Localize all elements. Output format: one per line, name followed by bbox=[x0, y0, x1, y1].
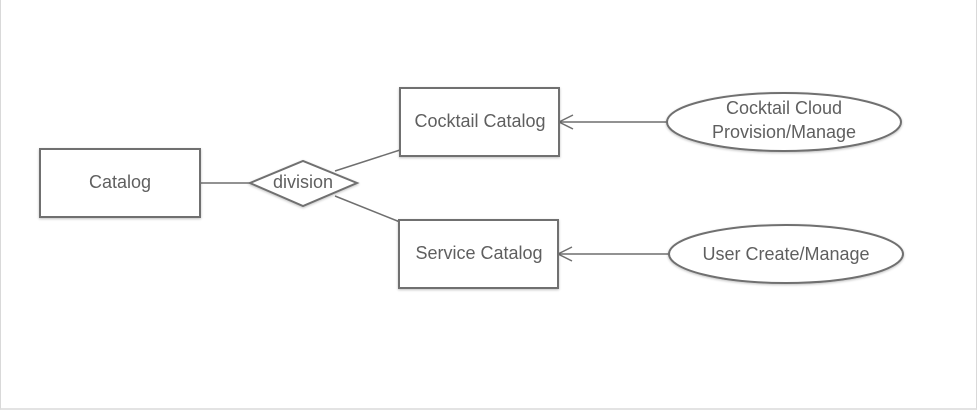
entity-box bbox=[39, 148, 201, 218]
entity-cocktail-catalog[interactable]: Cocktail Catalog bbox=[399, 87, 560, 157]
entity-label: Catalog bbox=[89, 172, 151, 192]
entity-label: Service Catalog bbox=[415, 243, 542, 263]
entity-catalog[interactable]: Catalog bbox=[39, 148, 201, 218]
relationship-diamond bbox=[247, 159, 360, 208]
attribute-label: User Create/Manage bbox=[702, 244, 869, 264]
attribute-cocktail-cloud[interactable]: Cocktail Cloud Provision/Manage bbox=[666, 92, 902, 152]
attribute-label-line1: Cocktail Cloud bbox=[726, 98, 842, 118]
relationship-division[interactable]: division bbox=[247, 159, 360, 208]
edge-division-service-catalog bbox=[334, 195, 401, 223]
attribute-label-line2: Provision/Manage bbox=[712, 122, 856, 142]
entity-label: Cocktail Catalog bbox=[414, 111, 545, 131]
entity-box bbox=[399, 87, 560, 157]
edge-division-cocktail-catalog bbox=[334, 149, 401, 172]
entity-service-catalog[interactable]: Service Catalog bbox=[398, 219, 559, 289]
attribute-ellipse bbox=[668, 224, 904, 284]
attribute-user-create[interactable]: User Create/Manage bbox=[668, 224, 904, 284]
attribute-ellipse bbox=[666, 92, 902, 152]
relationship-label: division bbox=[273, 172, 333, 192]
entity-box bbox=[398, 219, 559, 289]
